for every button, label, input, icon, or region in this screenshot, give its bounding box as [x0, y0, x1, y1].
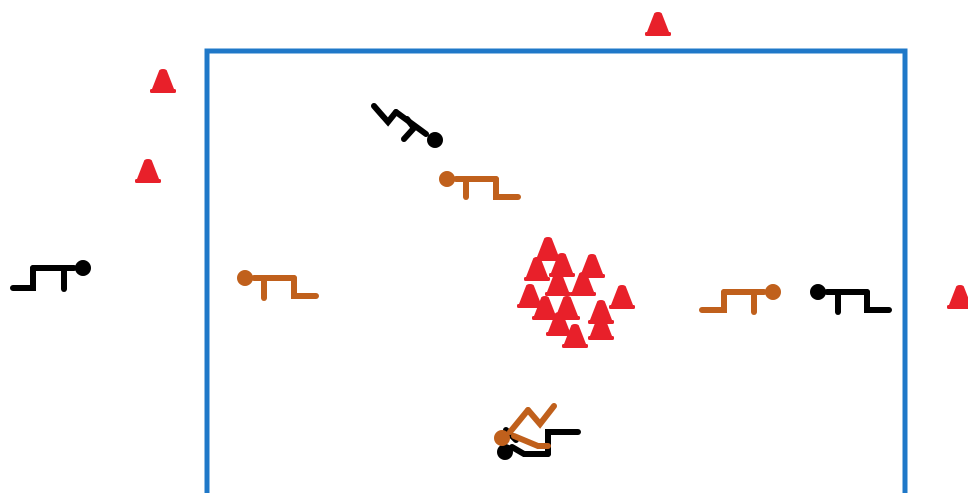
- cone-icon: [947, 285, 968, 309]
- cone-icon: [150, 69, 176, 93]
- player-group: [13, 106, 889, 460]
- cone-icon: [645, 12, 671, 36]
- player-orange-field-right: [702, 284, 781, 312]
- player-black-diving: [374, 106, 443, 148]
- cone-icon: [609, 285, 635, 309]
- player-black-field-right: [810, 284, 889, 312]
- player-black-outside-left: [13, 260, 91, 289]
- cone-icon: [135, 159, 161, 183]
- player-orange-field-top: [439, 171, 518, 197]
- cone-group: [135, 12, 968, 348]
- player-orange-field-left: [237, 270, 316, 298]
